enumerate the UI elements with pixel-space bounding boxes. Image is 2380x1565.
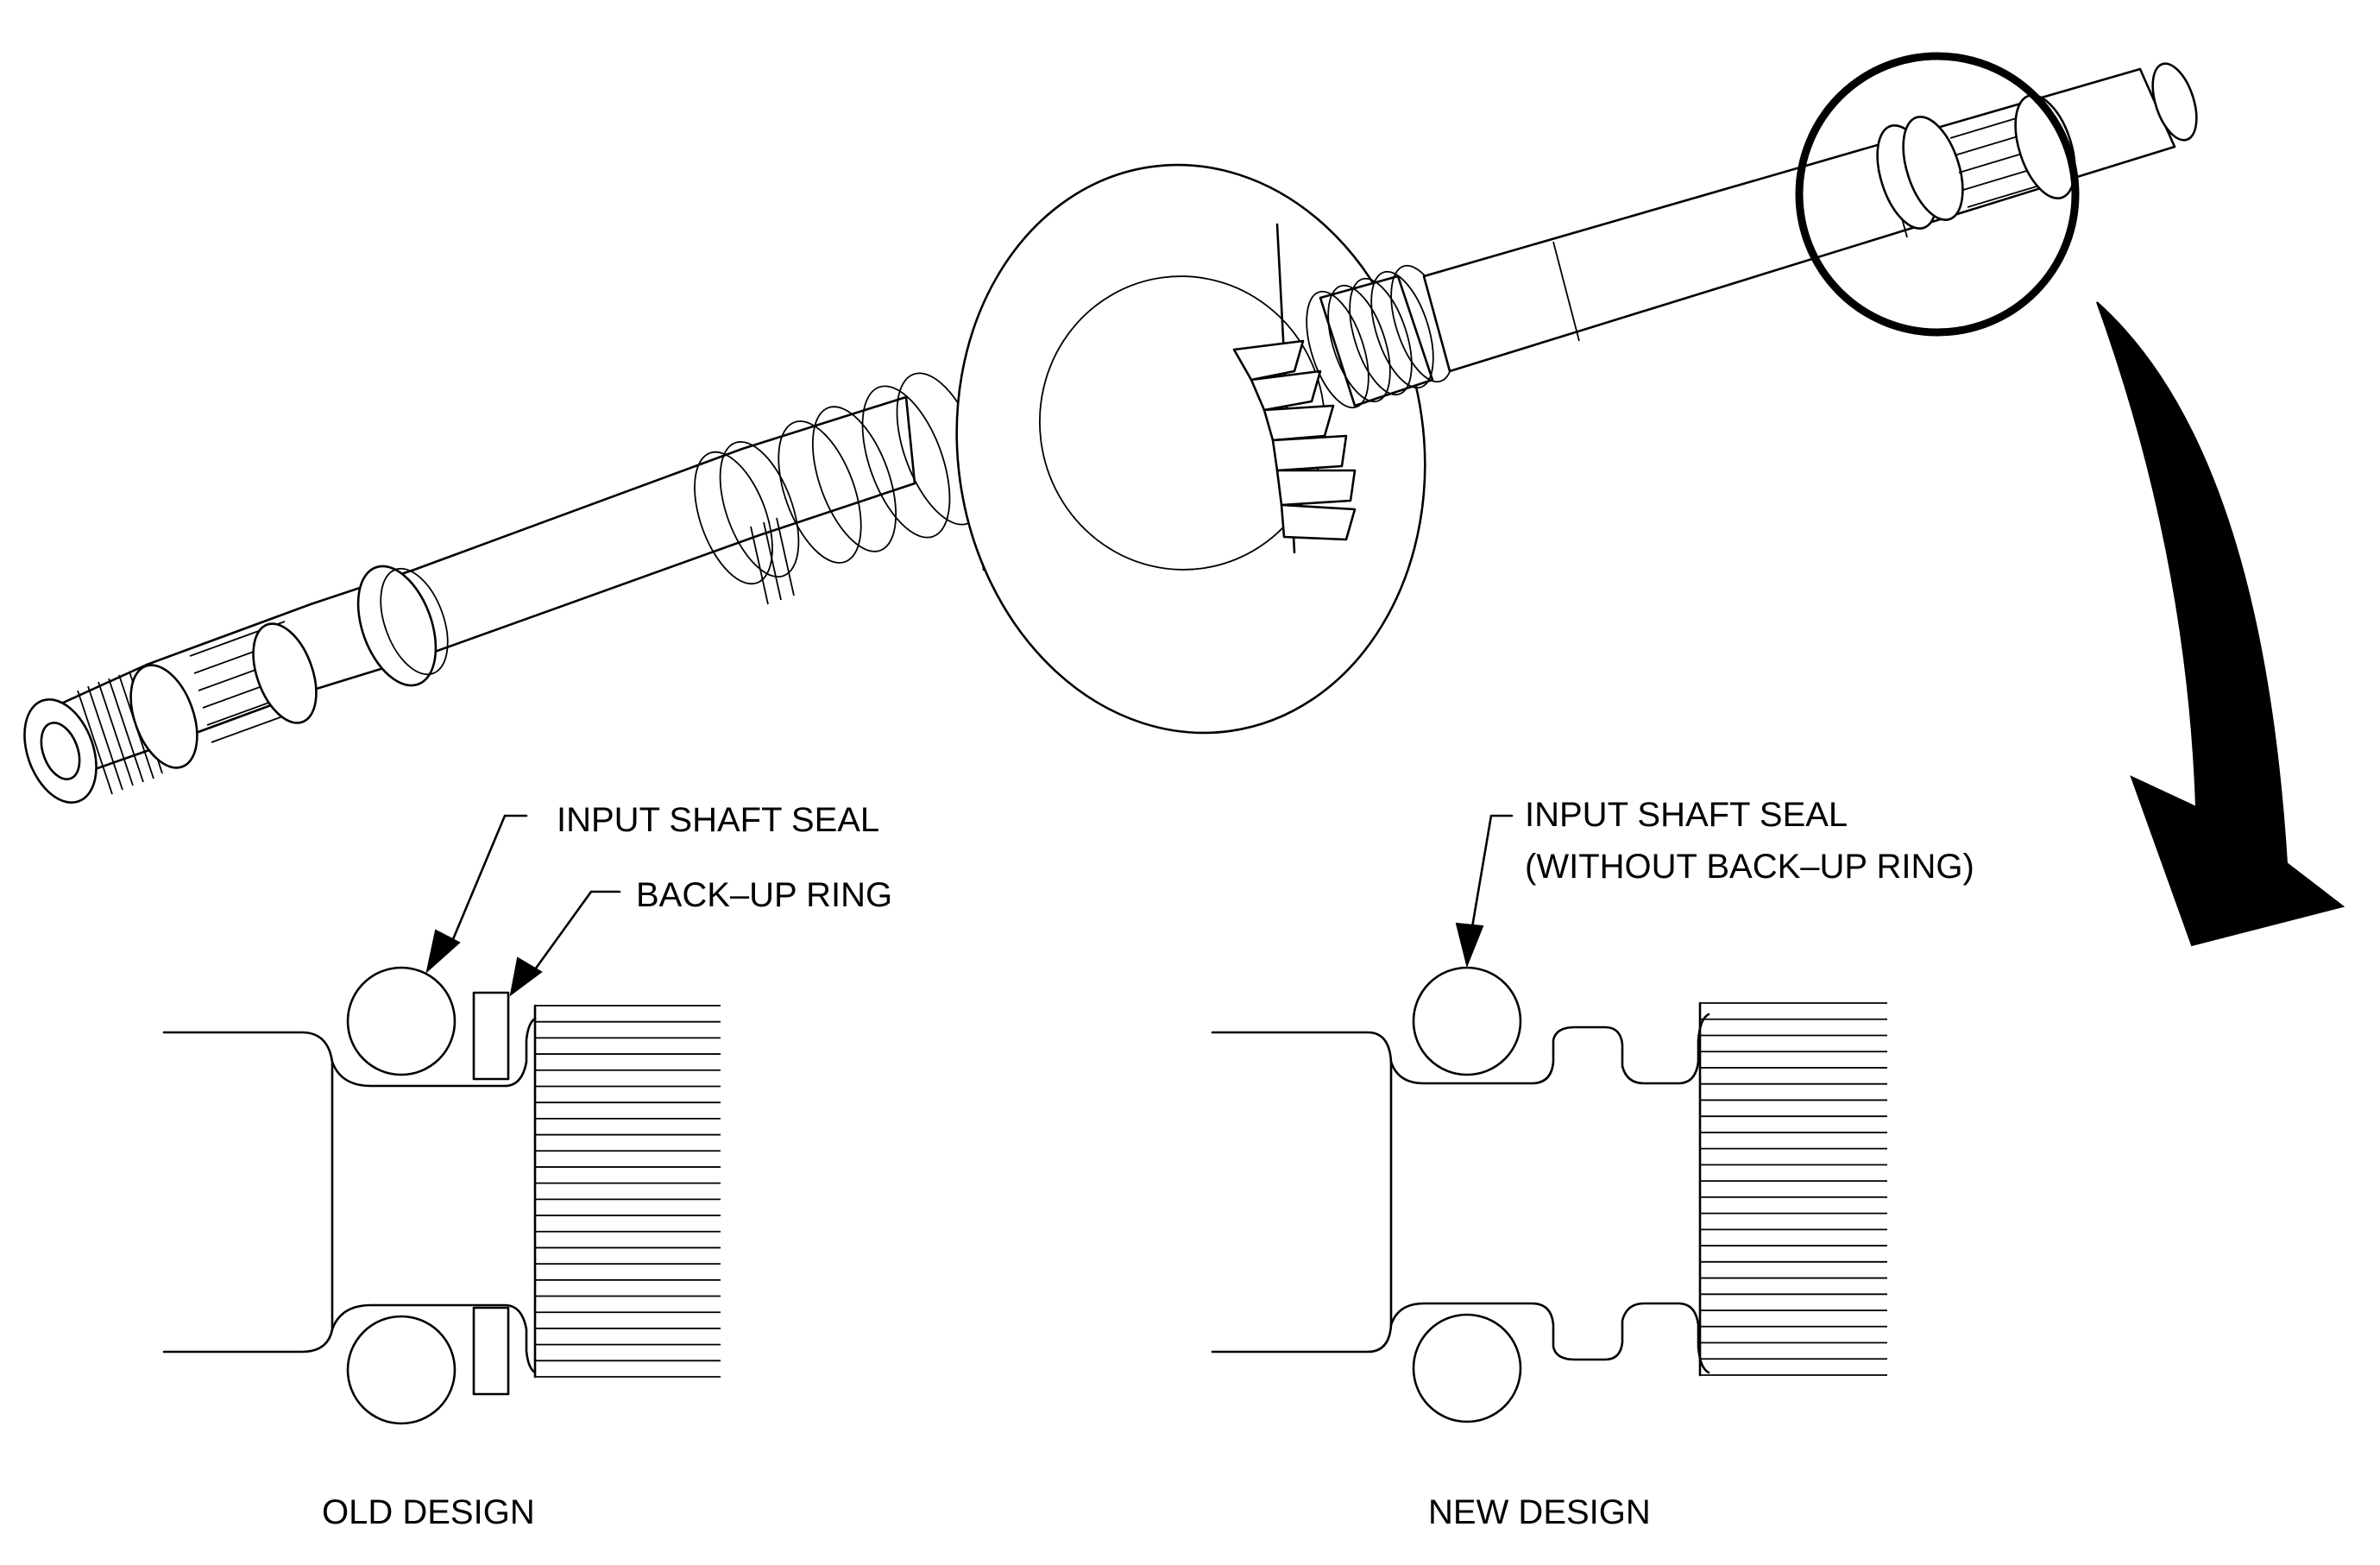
old-backup-ring-top <box>472 991 510 1081</box>
old-backup-leader <box>529 890 621 977</box>
old-design-detail: INPUT SHAFT SEAL BACK–UP RING OLD DESIGN <box>162 801 892 1531</box>
new-seal-leader <box>1470 814 1514 934</box>
new-seal-label-line1: INPUT SHAFT SEAL <box>1525 796 1848 834</box>
old-seal-leader <box>447 814 528 951</box>
new-seal-top <box>1412 966 1522 1076</box>
shaft-left-section <box>23 372 985 804</box>
old-backup-label: BACK–UP RING <box>636 876 892 914</box>
old-seal-label: INPUT SHAFT SEAL <box>557 801 879 839</box>
new-seal-label-line2: (WITHOUT BACK–UP RING) <box>1525 848 1974 886</box>
input-shaft-assembly <box>23 52 2345 947</box>
shaft-right-section <box>1422 62 2198 373</box>
new-design-detail: INPUT SHAFT SEAL (WITHOUT BACK–UP RING) … <box>1211 796 1974 1531</box>
worm-thread <box>1306 264 1454 409</box>
new-design-caption: NEW DESIGN <box>1428 1493 1651 1531</box>
detail-arrow <box>2096 301 2345 947</box>
old-spline-block <box>533 1004 721 1379</box>
old-seal-top <box>346 966 456 1076</box>
old-backup-ring-bottom <box>472 1306 510 1396</box>
old-design-caption: OLD DESIGN <box>322 1493 535 1531</box>
detail-circle <box>1795 52 2080 337</box>
new-spline-block <box>1698 1001 1887 1377</box>
new-seal-bottom <box>1412 1313 1522 1423</box>
worm-gear <box>955 163 1426 735</box>
old-seal-bottom <box>346 1315 456 1425</box>
